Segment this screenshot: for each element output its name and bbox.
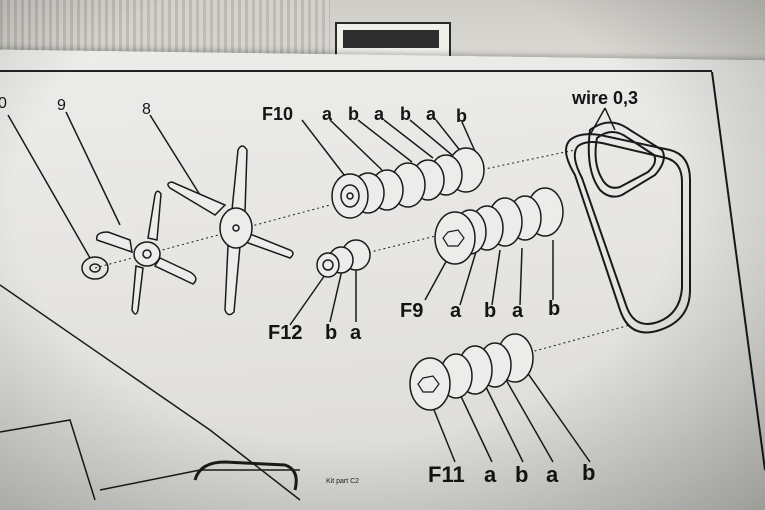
label-f11-a1: a — [484, 462, 497, 487]
label-f10-a2: a — [374, 104, 385, 124]
leader-line — [7, 114, 91, 259]
sheet-frame-right — [711, 71, 765, 471]
label-f10: F10 — [262, 104, 294, 124]
label-f11: F11 — [428, 462, 465, 487]
wire-belt — [565, 121, 691, 334]
part-f12-pulley — [316, 239, 371, 278]
label-f9: F9 — [400, 300, 424, 322]
kit-part-note: Kit part C2 — [326, 478, 360, 485]
label-f9-b1: b — [484, 300, 497, 322]
body-outline-box — [0, 419, 96, 501]
part-0-washer — [81, 256, 109, 280]
background-printed-strip — [0, 0, 330, 58]
label-f10-a1: a — [322, 104, 333, 124]
label-f12-a: a — [350, 322, 362, 344]
label-f11-b1: b — [515, 462, 529, 487]
label-f9-b2: b — [548, 298, 561, 320]
label-f10-a3: a — [426, 104, 437, 124]
label-wire: wire 0,3 — [572, 88, 639, 108]
label-f9-a1: a — [450, 300, 462, 322]
part-c2-outline — [193, 460, 298, 491]
label-f10-b1: b — [348, 104, 359, 124]
label-part-0: 0 — [0, 95, 7, 112]
label-f10-b2: b — [400, 104, 411, 124]
label-f12: F12 — [268, 322, 303, 344]
label-f11-b2: b — [582, 460, 596, 485]
label-f12-b: b — [325, 322, 338, 344]
label-part-8: 8 — [142, 101, 151, 118]
body-outline-line — [0, 284, 301, 501]
part-f10-pulley — [331, 147, 485, 219]
label-part-9: 9 — [57, 97, 66, 114]
sheet-frame-line — [0, 70, 712, 72]
label-f11-a2: a — [546, 462, 559, 487]
label-f9-a2: a — [512, 300, 524, 322]
part-f9-pulley — [434, 187, 564, 265]
part-f11-pulley — [409, 333, 534, 411]
part-9-fan — [95, 190, 197, 315]
part-8-fan — [167, 145, 294, 316]
label-f10-b3: b — [456, 106, 467, 126]
